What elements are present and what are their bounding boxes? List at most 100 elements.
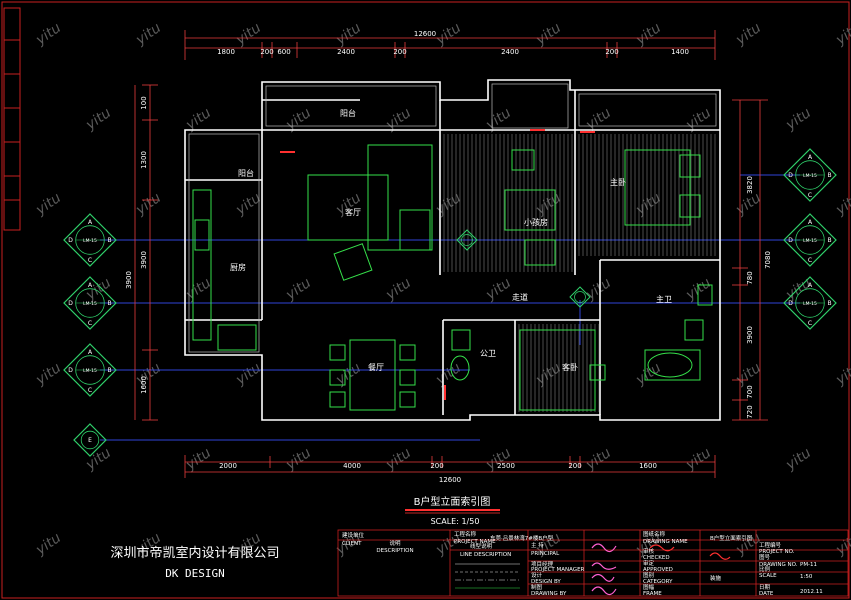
tb-frame-cn: 图幅 [643,583,655,591]
dim-left-4: 1600 [140,376,148,394]
tb-approved-en: APPROVED [643,567,673,573]
svg-text:D: D [68,367,73,374]
tb-scale-cn: 比例 [759,565,771,573]
svg-text:D: D [68,237,73,244]
room-labels: 阳台 阳台 客厅 小孩房 主卧 厨房 走道 主卫 餐厅 公卫 客卧 [230,108,672,372]
dim-top-3: 2400 [337,48,355,56]
tb-drawn-cn: 制图 [531,583,543,591]
tb-dwgname-en: DRAWING NAME [643,539,688,545]
tb-projno-en: PROJECT NO. [759,549,795,555]
svg-text:A: A [808,282,813,289]
svg-text:C: C [88,320,92,327]
tb-desc-en: DESCRIPTION [376,548,413,554]
elevation-marker-small: E [73,423,107,457]
tb-category: 装施 [710,574,722,582]
svg-text:LM-15: LM-15 [83,301,97,307]
room-corridor: 走道 [512,292,528,302]
tb-category-cn: 图别 [643,571,654,579]
tb-approved-cn: 审定 [643,559,655,567]
svg-text:C: C [88,257,92,264]
dim-bottom-3: 2500 [497,462,515,470]
room-study: 小孩房 [524,217,548,227]
room-public-wc: 公卫 [480,349,496,358]
dim-top-7: 1400 [671,48,689,56]
floor-hatch [443,134,716,412]
dimension-text-left: 100 1300 3900 3900 1600 [125,96,148,394]
tb-scale: 1:50 [800,574,813,580]
svg-text:LM-15: LM-15 [803,301,817,307]
elevation-marker-inner [456,229,478,251]
svg-text:D: D [788,172,793,179]
dim-top-total: 12600 [414,30,436,38]
wall-infill [188,83,717,353]
tb-project-name: 东莞·吕景林湾7#楼B户型 [490,534,554,542]
dim-bottom-2: 200 [430,462,443,470]
dim-top-4: 200 [393,48,406,56]
dim-top-2: 600 [277,48,290,56]
tb-desc-cn: 说明 [389,539,401,547]
tb-pm-en: PROJECT MANAGER [531,567,585,573]
tb-client-cn: 建设单位 [342,531,365,539]
svg-text:C: C [88,387,92,394]
tb-dwgname: B户型立面索引图 [710,534,753,542]
axis-lines [100,174,800,441]
tb-designer-cn: 设计 [531,571,543,579]
dimension-text-top: 12600 1800 200 600 2400 200 2400 200 140… [217,30,689,56]
svg-text:C: C [808,257,812,264]
room-living: 客厅 [345,207,361,217]
sheet-margin-strip [3,7,21,231]
plan-title: B户型立面索引图 [414,495,491,508]
tb-dwgno: PM-11 [800,562,817,568]
dim-top-1: 200 [260,48,273,56]
dimension-bottom [184,455,716,478]
svg-text:A: A [88,282,93,289]
room-bedroom: 客卧 [562,362,578,372]
room-balcony-left: 阳台 [238,168,254,178]
dim-top-5: 2400 [501,48,519,56]
tb-projno-cn: 工程编号 [759,541,782,549]
svg-text:E: E [88,437,92,444]
svg-text:A: A [808,219,813,226]
dim-bottom-total: 12600 [439,476,461,484]
dim-left-0: 100 [140,96,148,109]
dim-left-1: 1300 [140,151,148,169]
tb-drawn-en: DRAWING BY [531,591,567,597]
tb-category-en: CATEGORY [643,579,673,585]
dim-right-0: 3820 [746,176,754,194]
room-dining: 餐厅 [368,363,384,372]
svg-text:LM-15: LM-15 [83,238,97,244]
elevation-marker-inner [569,286,591,308]
svg-text:LM-15: LM-15 [83,368,97,374]
dim-bottom-5: 1600 [639,462,657,470]
company-name-cn: 深圳市帝凯室内设计有限公司 [110,545,279,561]
svg-text:C: C [808,320,812,327]
dim-bottom-4: 200 [568,462,581,470]
room-master: 主卧 [610,177,626,187]
tb-scale-en: SCALE [759,573,777,579]
furniture [192,144,713,411]
svg-text:B: B [107,300,111,307]
room-master-bath: 主卫 [656,294,672,304]
tb-date: 2012.11 [800,589,823,595]
dim-right-1: 7080 [764,251,772,269]
tb-dwgname-cn: 图纸名称 [643,530,666,538]
svg-text:A: A [808,154,813,161]
dim-bottom-1: 4000 [343,462,361,470]
tb-project-cn: 工程名称 [454,530,477,538]
svg-text:D: D [788,237,793,244]
dim-left-2: 3900 [140,251,148,269]
tb-date-cn: 日期 [759,584,771,591]
tb-checked-en: CHECKED [643,555,670,561]
dimension-left [134,84,158,421]
dimension-text-right: 3820 7080 780 3900 700 720 [746,176,772,419]
tb-checked-cn: 审核 [643,547,655,555]
dimension-top [184,30,716,60]
title-block-text: 建设单位 CLIENT 说明 DESCRIPTION 工程名称 PROJECT … [342,530,823,597]
svg-text:C: C [808,192,812,199]
company-name-en: DK DESIGN [165,567,225,580]
